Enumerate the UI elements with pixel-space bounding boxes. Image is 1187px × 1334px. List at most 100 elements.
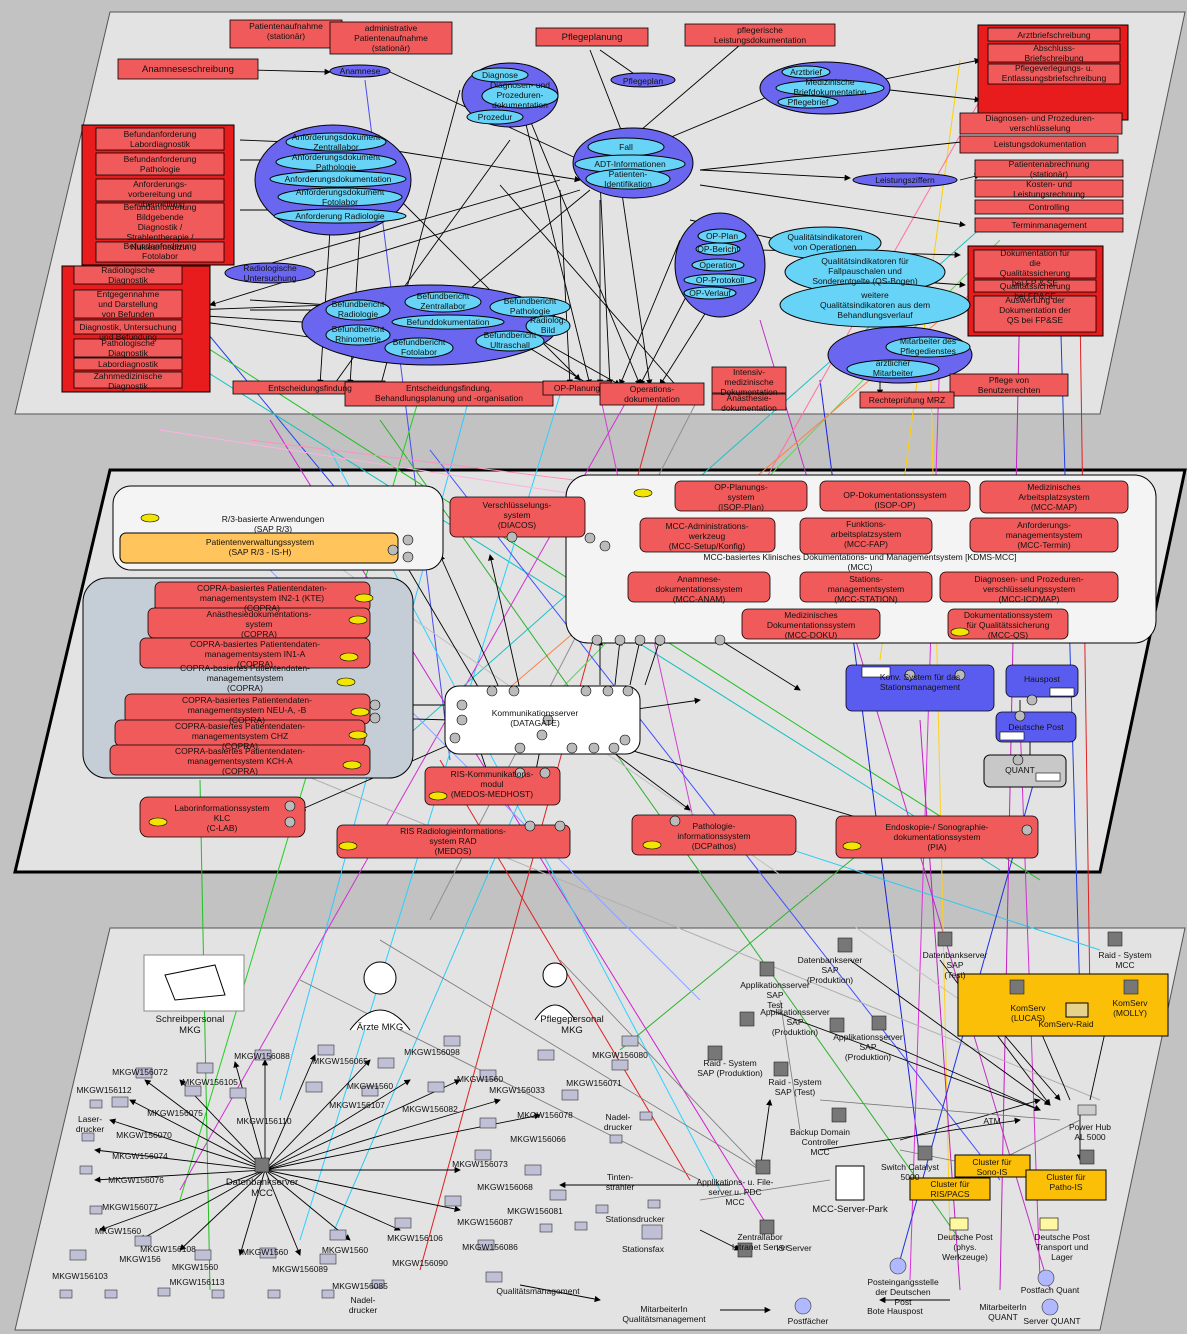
layer3-label: MKGW156085	[332, 1281, 388, 1291]
layer3-label: MKGW156080	[592, 1050, 648, 1060]
layer3-label: KomServ-Raid	[1038, 1019, 1094, 1029]
layer3-label: Qualitätsmanagement	[496, 1286, 580, 1296]
layer3-label: MKGW156068	[477, 1182, 533, 1192]
layer3-label: Nadel-drucker	[604, 1112, 633, 1132]
layer3-label: MKGW156088	[234, 1051, 290, 1061]
layer3-label: Tinten-strahler	[606, 1172, 635, 1192]
layer1-label: Anforderungsdokumentation	[285, 174, 392, 184]
layer3-label: Stationsdrucker	[605, 1214, 664, 1224]
layer1-label: OP-Protokoll	[696, 275, 744, 285]
physical-layer-arrows	[94, 959, 1112, 1314]
layer1-label: Entscheidungsfindung	[268, 383, 352, 393]
layer1-label: Patientenabrechnung(stationär)	[1009, 159, 1090, 179]
layer3-label: MKGW156112	[76, 1085, 131, 1095]
layer3-label: Deutsche Post(phys.Werkzeuge)	[937, 1232, 993, 1262]
layer3-label: MKGW156110	[236, 1116, 291, 1126]
layer1-label: Operation	[699, 260, 737, 270]
layer1-label: Patientenaufnahme(stationär)	[249, 21, 323, 41]
server-icons	[254, 931, 1139, 1258]
layer2-label: Deutsche Post	[1008, 722, 1064, 732]
layer1-label: Terminmanagement	[1011, 220, 1087, 230]
layer3-label: MKGW156070	[116, 1130, 172, 1140]
layer3-label: MKGW156086	[462, 1242, 518, 1252]
layer3-label: MKGW1560	[322, 1245, 369, 1255]
layer2-label: Pathologie-informationssystem(DCPathos)	[677, 821, 750, 851]
sap-patientenverwaltung	[119, 532, 399, 564]
layer3-label: MKGW1560	[95, 1226, 142, 1236]
layer3-label: MKGW1560	[347, 1081, 394, 1091]
layer3-label: MKGW156076	[108, 1175, 164, 1185]
layer2-label: Diagnosen- und Prozeduren-verschlüsselun…	[974, 574, 1083, 604]
physical-layer-grey-links	[299, 939, 1081, 1201]
ellipse-radiolog-untersuchung	[224, 262, 316, 284]
layer2-label: MCC-basiertes Klinisches Dokumentations-…	[703, 552, 1016, 572]
layer1-label: Leistungsziffern	[875, 175, 935, 185]
layer3-label: MKGW156081	[507, 1206, 563, 1216]
physical-tools-layer	[59, 931, 1169, 1316]
layer1-label: Befunddokumentation	[407, 317, 490, 327]
layer3-label: Laser-drucker	[76, 1114, 105, 1134]
layer2-label: Hauspost	[1024, 674, 1061, 684]
layer-physical-tools-plane	[14, 927, 1186, 1331]
layer2-label: OP-Dokumentationssystem(ISOP-OP)	[843, 490, 946, 510]
layer1-label: Radiolog.Bild	[530, 315, 566, 335]
layer2-label: OP-Planungs-system(ISOP-Plan)	[714, 482, 768, 512]
layer3-label: MKGW156073	[452, 1159, 508, 1169]
layer3-label: Postfach Quant	[1021, 1285, 1080, 1295]
functional-layer	[61, 19, 1129, 411]
person-icons	[143, 954, 576, 1031]
layer3-label: MKGW156108	[140, 1244, 196, 1254]
layer1-label: Leistungsdokumentation	[994, 139, 1086, 149]
layer2-label: RIS-Kommunikations-modul(MEDOS-MEDHOST)	[451, 769, 534, 799]
layer3-label: MKGW156105	[182, 1077, 238, 1087]
layer2-label: Kommunikationsserver(DATAGATE)	[492, 708, 579, 728]
layer2-label: MCC-Administrations-werkzeug(MCC-Setup/K…	[665, 521, 748, 551]
layer1-label: Arztbriefschreibung	[1017, 30, 1091, 40]
layer2-label: Anforderungs-managementsystem(MCC-Termin…	[1006, 520, 1083, 550]
layer3-label: MKGW156077	[102, 1202, 158, 1212]
layer2-label: Anamnese-dokumentationssystem(MCC-ANAM)	[656, 574, 743, 604]
layer1-label: Anamnese	[340, 66, 381, 76]
layer1-label: Anästhesie-dokumentation	[721, 393, 777, 413]
layer1-label: Controlling	[1029, 202, 1070, 212]
ellipse-leistungsziffern	[852, 172, 958, 188]
layer1-label: OP-Planung	[554, 383, 601, 393]
cluster-patho	[1025, 1169, 1107, 1201]
logical-tools-layer	[82, 474, 1157, 859]
kommunikationsserver	[444, 685, 641, 755]
cluster-ris	[909, 1177, 991, 1201]
layer3-label: MCC-Server-Park	[812, 1204, 888, 1215]
layer3-label: MKGW156087	[457, 1217, 513, 1227]
layer3-label: MKGW156098	[404, 1047, 460, 1057]
ellipse-anamnese	[329, 64, 391, 78]
